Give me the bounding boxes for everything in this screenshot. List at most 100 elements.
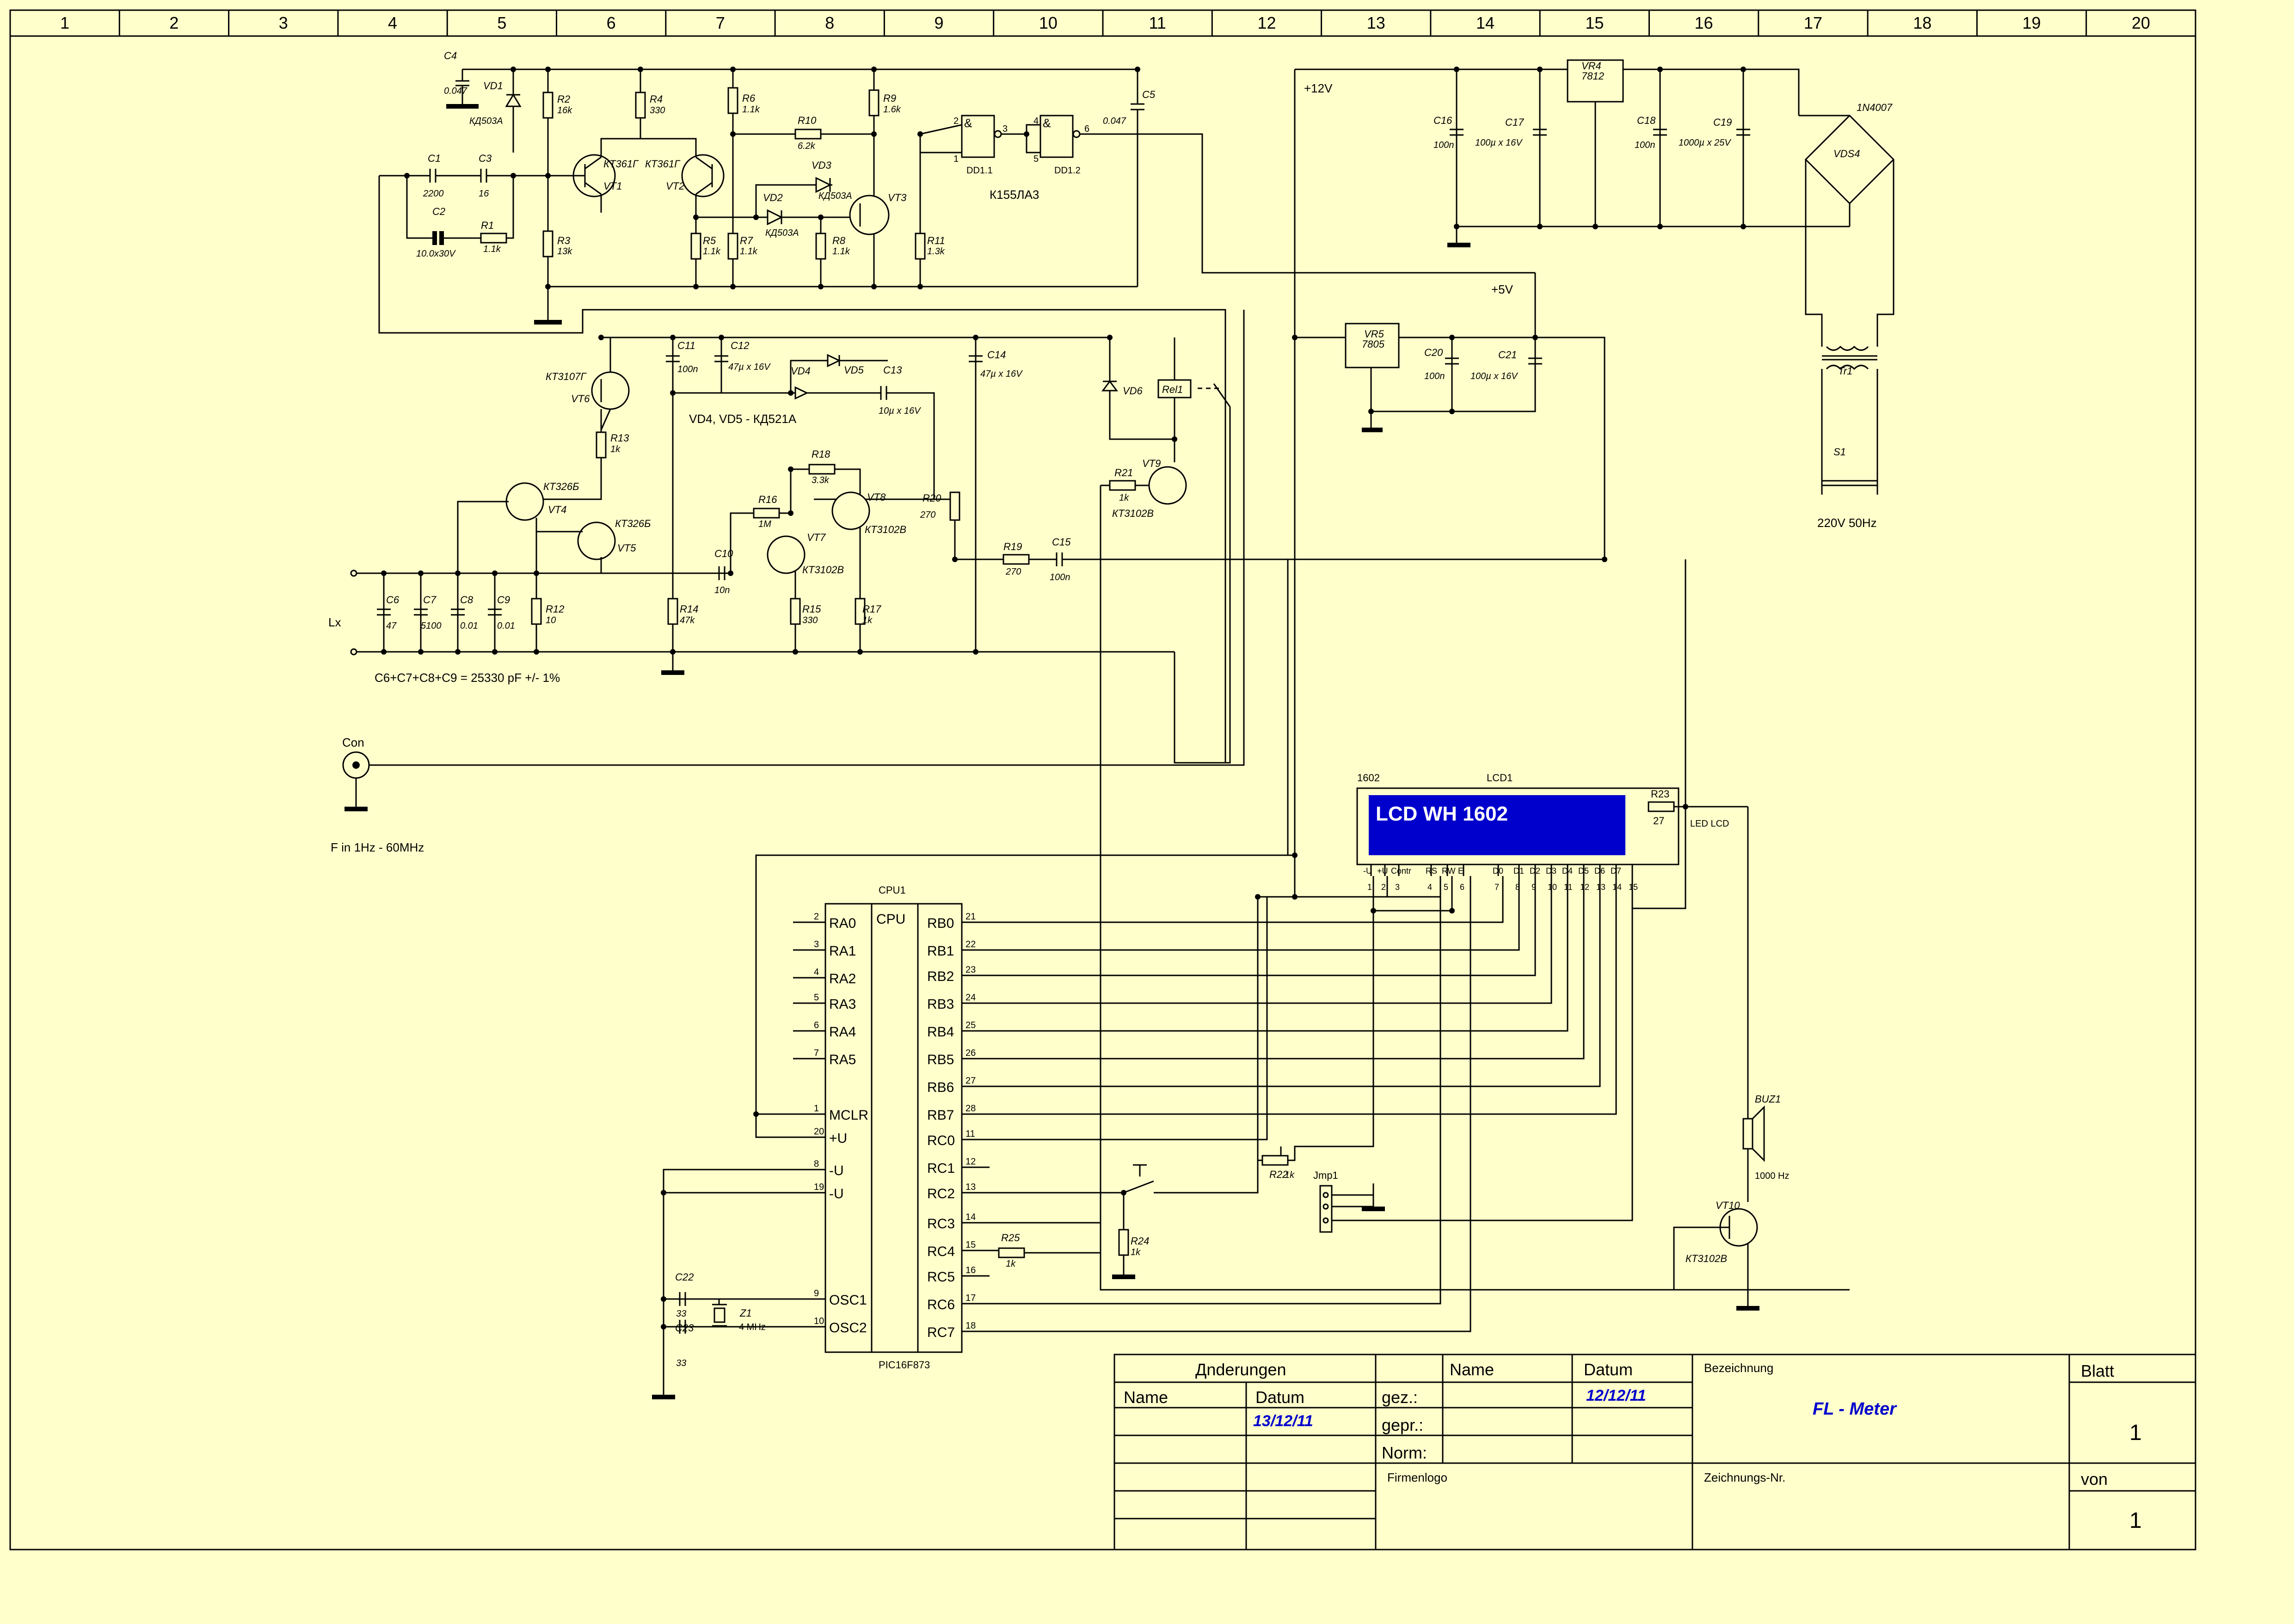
lcd-pin-name: E (1458, 866, 1464, 876)
column-number: 19 (2023, 13, 2041, 32)
cpu-pin-name: -U (829, 1186, 844, 1201)
c15-val: 100n (1050, 572, 1070, 582)
cpu-pin-name: RA2 (829, 971, 856, 987)
column-number: 11 (1149, 13, 1166, 32)
dd12-label: DD1.2 (1054, 165, 1081, 176)
column-number: 15 (1585, 13, 1604, 32)
r7-ref: R7 (740, 235, 753, 246)
z1-val: 4 MHz (739, 1322, 766, 1332)
c19-val: 1000µ x 25V (1679, 138, 1731, 148)
cpu-pin-number: 6 (814, 1020, 819, 1030)
lcd-pin-number: 13 (1596, 882, 1605, 892)
cpu-pin-name: RB7 (927, 1108, 954, 1123)
column-number: 18 (1913, 13, 1931, 32)
r5-ref: R5 (703, 235, 716, 246)
tb-title: FL - Meter (1813, 1399, 1897, 1419)
c10-val: 10n (714, 585, 730, 595)
c16-val: 100n (1433, 140, 1454, 150)
c9-ref: C9 (497, 594, 510, 606)
c3-ref: C3 (479, 153, 492, 164)
r11-val: 1.3k (927, 246, 945, 257)
r12-ref: R12 (546, 603, 564, 615)
c23-val: 33 (676, 1358, 686, 1368)
tb-von-num: 1 (2129, 1508, 2142, 1533)
c18-val: 100n (1635, 140, 1655, 150)
c11-val: 100n (677, 364, 698, 374)
vt7-type: КТ3102В (802, 564, 844, 576)
r15-val: 330 (802, 615, 818, 625)
r16-ref: R16 (758, 494, 777, 505)
tb-zeichnungs-nr: Zeichnungs-Nr. (1704, 1471, 1785, 1484)
c8-ref: C8 (460, 594, 474, 606)
lcd-screen (1369, 795, 1625, 855)
cpu-pin-number: 24 (966, 993, 976, 1003)
vd3-ref: VD3 (812, 159, 832, 171)
c11-ref: C11 (677, 340, 695, 351)
lcd-pin-number: 15 (1629, 882, 1638, 892)
gate-pin-2: 2 (953, 116, 959, 126)
plus12v-label: +12V (1304, 81, 1333, 95)
tr1-label: Tr1 (1838, 365, 1852, 377)
cpu-pin-number: 25 (966, 1020, 976, 1030)
r3-ref: R3 (557, 235, 571, 246)
power-supply-section: VR4 7812 +12V C16 100n C17 100µ x 16V C1… (1292, 59, 1895, 559)
r14-val: 47k (680, 615, 695, 625)
lcd-ref: LCD1 (1487, 772, 1513, 784)
cpu-pin-number: 26 (966, 1048, 976, 1058)
r10-val: 6.2k (798, 141, 816, 151)
cpu-pin-name: RC1 (927, 1161, 955, 1176)
tb-changes: Дnderungen (1195, 1360, 1286, 1379)
tb-bezeichnung: Bezeichnung (1704, 1361, 1773, 1375)
cpu-pin-number: 12 (966, 1157, 976, 1167)
vt4-ref: VT4 (548, 504, 566, 515)
tb-draw-date: 12/12/11 (1586, 1387, 1646, 1404)
r10-ref: R10 (798, 115, 817, 126)
c2-ref: C2 (432, 206, 445, 217)
vt8-ref: VT8 (867, 491, 886, 503)
lcd-pin-number: 7 (1494, 882, 1499, 892)
column-number: 17 (1804, 13, 1822, 32)
tb-datum: Datum (1255, 1388, 1304, 1407)
column-number: 10 (1039, 13, 1058, 32)
vt9-ref: VT9 (1142, 458, 1161, 469)
c22-ref: C22 (675, 1271, 694, 1283)
cpu-pin-number: 16 (966, 1265, 976, 1275)
r4-ref: R4 (650, 93, 663, 105)
r23-ref: R23 (1651, 788, 1669, 800)
gate-pin-6: 6 (1084, 124, 1089, 134)
cpu-pin-name: RA3 (829, 997, 856, 1012)
lcd-pin-number: 14 (1612, 882, 1622, 892)
cpu-part: PIC16F873 (879, 1359, 930, 1371)
vt2-type: КТ361Г (645, 158, 681, 170)
lcd-pin-name: Contr (1391, 866, 1411, 876)
r18-ref: R18 (812, 448, 830, 460)
c20-val: 100n (1424, 371, 1445, 381)
mains-label: 220V 50Hz (1817, 516, 1877, 530)
vt1-type: КТ361Г (603, 158, 639, 170)
bridge-val: 1N4007 (1857, 102, 1893, 113)
cpu-pin-number: 10 (814, 1316, 824, 1326)
tb-blatt: Blatt (2081, 1361, 2114, 1380)
tb-gepr: gepr.: (1382, 1416, 1423, 1434)
c16-ref: C16 (1433, 115, 1452, 126)
cpu-pin-number: 23 (966, 965, 976, 975)
r13-ref: R13 (610, 432, 629, 444)
cpu-pin-name: RC4 (927, 1244, 955, 1259)
tb-name2: Name (1450, 1360, 1494, 1379)
r5-val: 1.1k (703, 246, 721, 257)
lcd-pin-name: RW (1442, 866, 1456, 876)
cpu-pin-name: RC0 (927, 1133, 955, 1148)
c1-ref: C1 (428, 153, 441, 164)
tb-gez: gez.: (1382, 1388, 1418, 1407)
cpu-pin-number: 4 (814, 967, 819, 977)
vd1-val: КД503А (469, 116, 503, 126)
vt4-type: КТ326Б (543, 481, 579, 492)
vr5-ref: VR5 (1364, 328, 1384, 340)
r21-val: 1k (1119, 493, 1129, 503)
lcd-pin-number: 8 (1515, 882, 1520, 892)
vt7-ref: VT7 (807, 532, 826, 543)
c23-ref: C23 (675, 1322, 694, 1334)
cpu-pin-name: RA0 (829, 916, 856, 931)
